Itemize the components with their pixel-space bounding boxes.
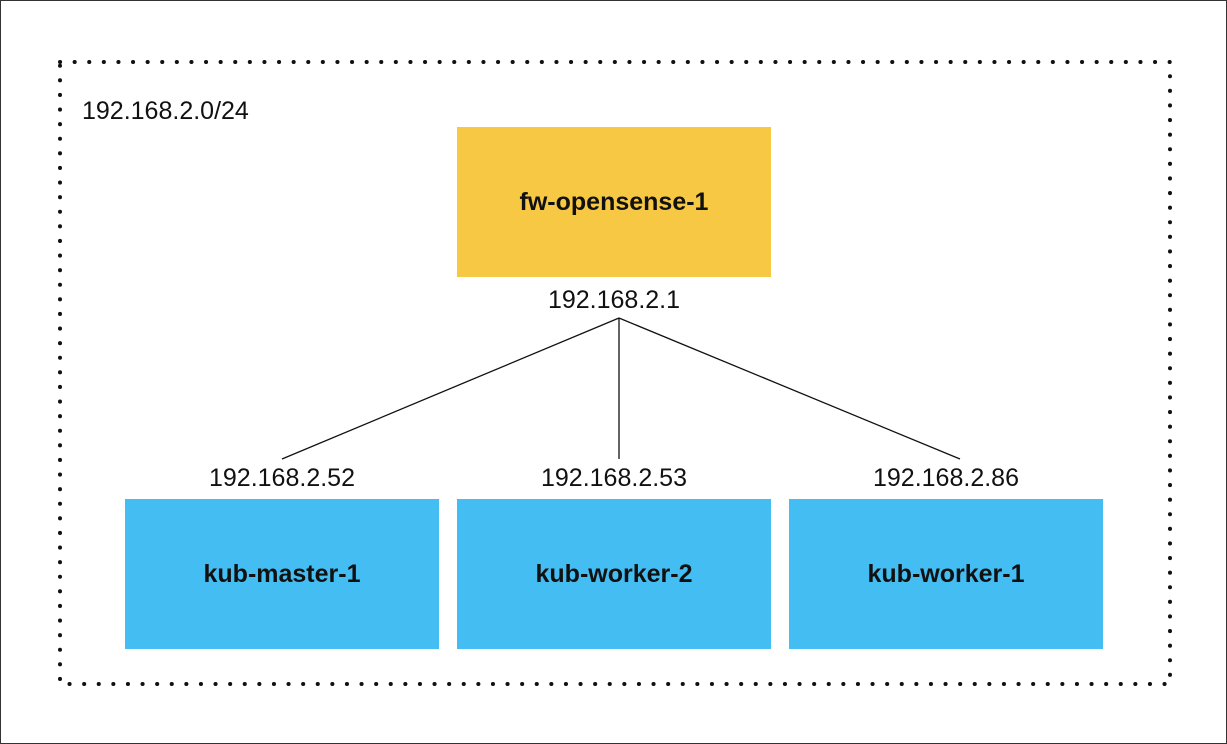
subnet-label: 192.168.2.0/24 [82, 97, 249, 125]
subnet-boundary [58, 60, 1172, 686]
kub-worker-1-name: kub-worker-1 [867, 559, 1025, 588]
kub-worker-2-name: kub-worker-2 [535, 559, 693, 588]
kub-master-name: kub-master-1 [203, 559, 361, 588]
firewall-name: fw-opensense-1 [519, 187, 709, 216]
firewall-node[interactable]: fw-opensense-1 [457, 127, 771, 277]
worker-1-ip: 192.168.2.86 [873, 464, 1019, 492]
kub-master-node[interactable]: kub-master-1 [125, 499, 439, 649]
master-ip: 192.168.2.52 [209, 464, 355, 492]
link-fw-to-master [281, 317, 620, 460]
kub-worker-2-node[interactable]: kub-worker-2 [457, 499, 771, 649]
link-fw-to-worker-1 [618, 317, 961, 460]
worker-2-ip: 192.168.2.53 [541, 464, 687, 492]
kub-worker-1-node[interactable]: kub-worker-1 [789, 499, 1103, 649]
firewall-ip: 192.168.2.1 [547, 286, 681, 314]
